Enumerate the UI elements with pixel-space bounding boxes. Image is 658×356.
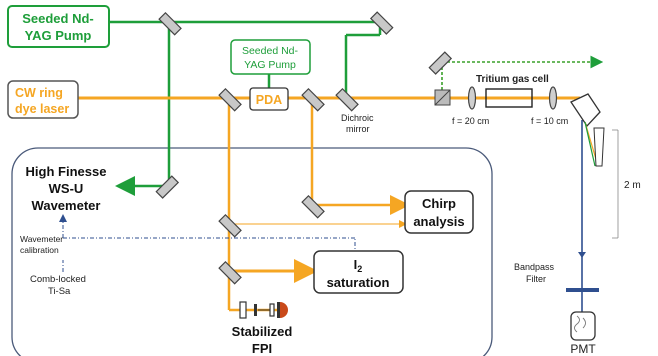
dichroic-line1: Dichroic (341, 113, 374, 123)
mirror-green-top-left (158, 11, 182, 36)
green-pump-beams (108, 20, 382, 196)
mirror-chirp (301, 194, 325, 219)
distance-label: 2 m (624, 180, 641, 191)
box-seeded-pump-small (230, 39, 311, 75)
pmt-tube (570, 311, 596, 341)
mirror-green-top-right (369, 11, 394, 35)
lenses (467, 86, 558, 110)
chirp-line2: analysis (413, 214, 464, 229)
fpi-line2: FPI (252, 341, 272, 356)
prism-arm (593, 127, 605, 167)
seeded-pump-small-line2: YAG Pump (244, 59, 296, 71)
mirror-orange-1 (218, 87, 242, 112)
calibration-arrow (59, 214, 67, 222)
wavemeter-cal-line1: Wavemeter (20, 234, 63, 244)
pmt-label: PMT (570, 342, 596, 356)
mirror-dashed (428, 51, 453, 75)
cw-laser-line1: CW ring (15, 86, 63, 100)
bandpass-line2: Filter (526, 274, 546, 284)
box-pda (249, 87, 289, 111)
chirp-line1: Chirp (422, 196, 456, 211)
mirror-split-2 (218, 260, 242, 285)
pda-label: PDA (256, 93, 282, 107)
i2-saturation: saturation (327, 275, 390, 290)
mirror-dichroic (335, 87, 359, 112)
fpi-line1: Stabilized (232, 324, 293, 339)
blue-arrow-down (578, 252, 586, 258)
seeded-pump-small-line1: Seeded Nd- (242, 45, 299, 57)
i2-label: I2 (354, 257, 363, 274)
mirror-wavemeter (155, 175, 180, 199)
comb-line1: Comb-locked (30, 274, 86, 285)
box-seeded-pump-main (7, 5, 110, 48)
dichroic-line2: mirror (346, 124, 370, 134)
wavemeter-line2: WS-U (49, 181, 84, 196)
box-cw-laser (7, 80, 79, 119)
cw-laser-line2: dye laser (15, 102, 69, 116)
enclosure-box (11, 147, 493, 356)
f-lens1-label: f = 20 cm (452, 116, 489, 126)
f-lens2-label: f = 10 cm (531, 116, 568, 126)
box-i2 (313, 250, 404, 294)
box-chirp (404, 190, 474, 234)
bandpass-filter (566, 288, 599, 292)
wavemeter-cal-line2: calibration (20, 245, 59, 255)
tritium-cell-label: Tritium gas cell (476, 74, 549, 85)
fpi-components (239, 301, 288, 319)
seeded-pump-main-line2: YAG Pump (25, 28, 92, 43)
distance-bracket (612, 129, 619, 239)
wavemeter-line3: Wavemeter (32, 198, 101, 213)
prism (570, 93, 601, 128)
calibration-dashed-line (62, 222, 356, 272)
beam-splitter (434, 89, 451, 106)
mirror-split-1 (218, 213, 242, 238)
seeded-pump-main-line1: Seeded Nd- (22, 11, 94, 26)
comb-line2: Ti-Sa (48, 286, 71, 297)
lens-1 (467, 86, 477, 110)
bandpass-line1: Bandpass (514, 262, 555, 272)
tritium-cell (485, 88, 533, 108)
wavemeter-line1: High Finesse (26, 164, 107, 179)
lens-2 (548, 86, 558, 110)
mirrors (155, 11, 453, 285)
mirror-orange-2 (301, 87, 325, 112)
